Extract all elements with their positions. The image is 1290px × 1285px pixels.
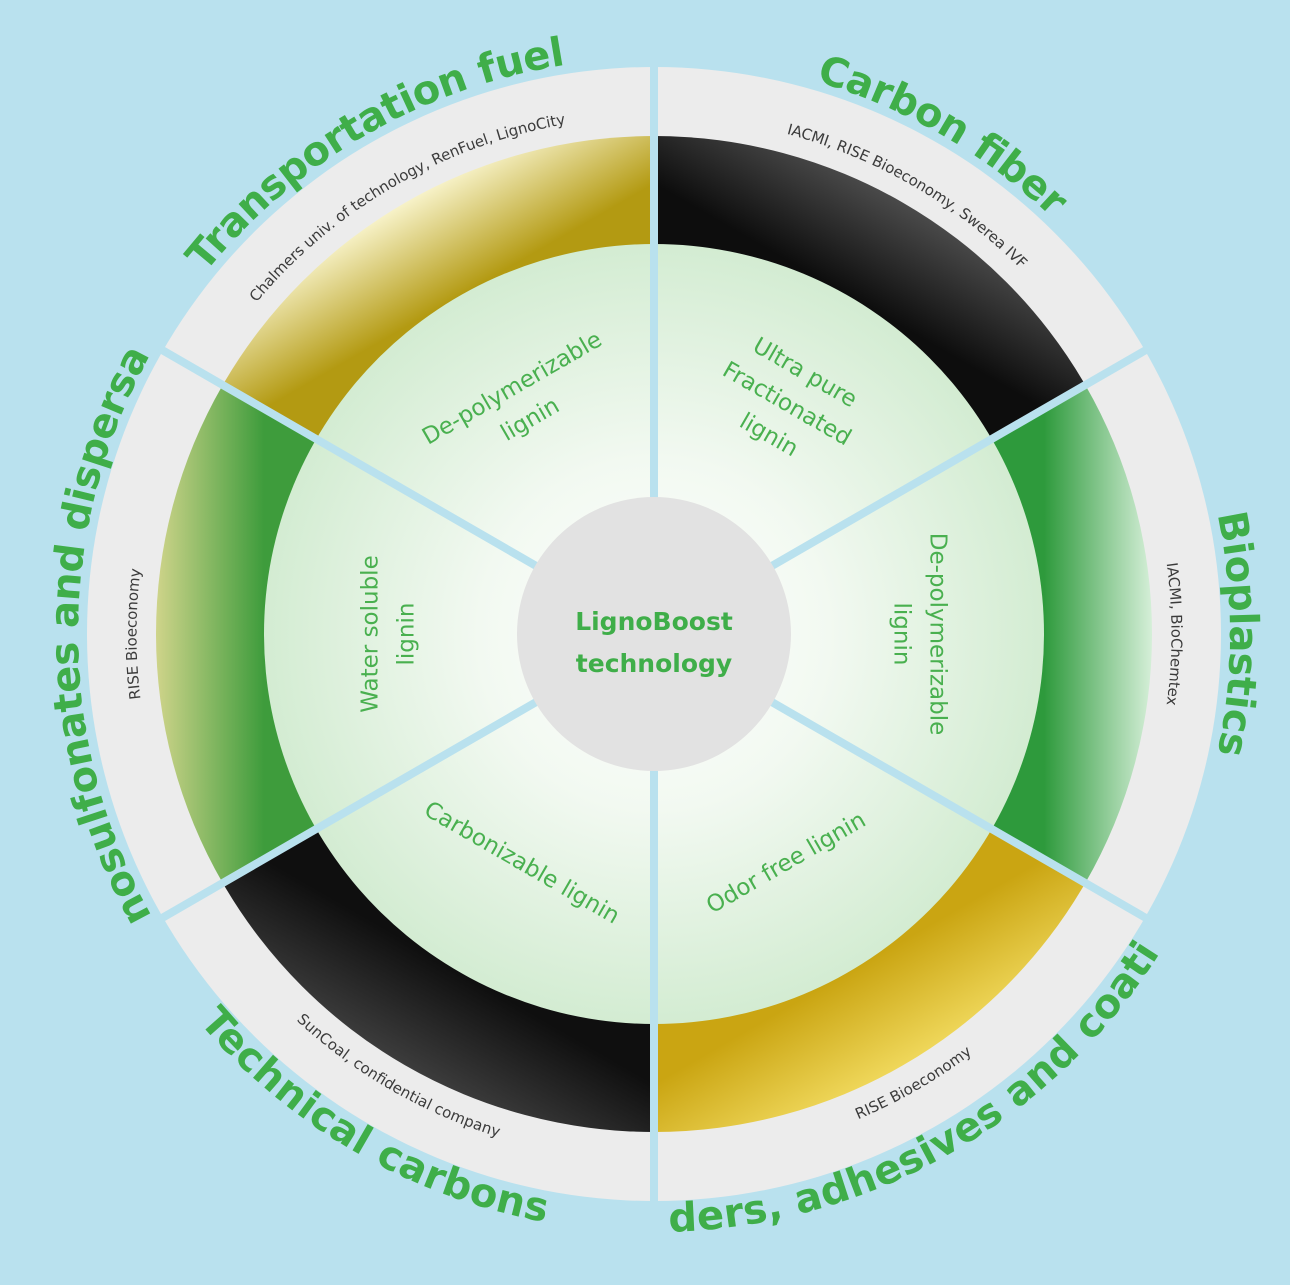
center-title-line-1: LignoBoost: [575, 607, 733, 636]
bioplastics-partners-text: IACMI, BioChemtex: [1163, 561, 1186, 706]
lignosulfonates-and-dispersants-partners-text: RISE Bioeconomy: [122, 567, 144, 700]
segment-divider: [157, 698, 540, 923]
lignosulfonates-and-dispersants-lignin-type: Water soluble lignin: [358, 555, 420, 712]
segment-divider: [768, 345, 1151, 570]
center-title-line-2: technology: [576, 649, 732, 678]
lignosulfonates-and-dispersants-lignin-type-line: lignin: [394, 603, 420, 666]
lignosulfonates-and-dispersants-partners: RISE Bioeconomy: [122, 567, 144, 700]
center-disc: [517, 497, 791, 771]
lignosulfonates-and-dispersants-lignin-type-line: Water soluble: [358, 555, 384, 712]
bioplastics-lignin-type-line: lignin: [889, 603, 915, 666]
segment-divider: [768, 698, 1151, 923]
bioplastics-lignin-type-line: De-polymerizable: [925, 533, 951, 736]
segment-dividers: [157, 63, 1151, 1205]
segment-divider: [157, 345, 540, 570]
bioplastics-partners: IACMI, BioChemtex: [1163, 561, 1186, 706]
bioplastics-lignin-type: De-polymerizable lignin: [889, 533, 951, 736]
